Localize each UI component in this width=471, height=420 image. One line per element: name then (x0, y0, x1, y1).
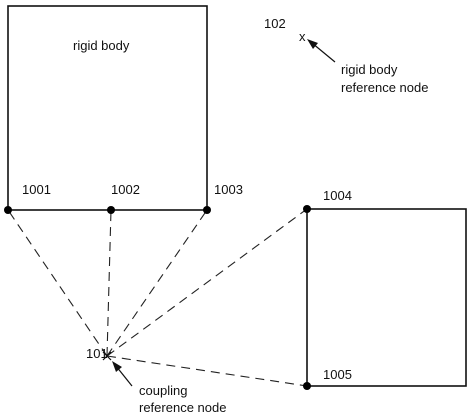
coupling-reference-arrow-head (112, 361, 122, 372)
coupling-reference-label-line2: reference node (139, 400, 226, 415)
node-1005-label: 1005 (323, 367, 352, 382)
rigid-body-reference-cross: x (299, 29, 306, 44)
node-1004-label: 1004 (323, 188, 352, 203)
node-102-label: 102 (264, 16, 286, 31)
coupling-line-1001 (7, 209, 108, 357)
node-1001-label: 1001 (22, 182, 51, 197)
coupling-line-1002 (106, 209, 112, 357)
node-1004-dot (303, 205, 311, 213)
node-1002-dot (107, 206, 115, 214)
coupling-line-1004 (106, 208, 308, 357)
rigid-body-reference-label-line2: reference node (341, 80, 428, 95)
node-1003-label: 1003 (214, 182, 243, 197)
coupling-line-1005 (106, 355, 308, 387)
node-1001-dot (4, 206, 12, 214)
node-101-label: 101 (86, 346, 108, 361)
rigid-body-label: rigid body (73, 38, 130, 53)
coupling-line-1003 (106, 209, 208, 357)
coupling-reference-cross (102, 351, 112, 361)
rigid-body-square (7, 5, 208, 211)
rigid-body-reference-label-line1: rigid body (341, 62, 398, 77)
coupling-reference-label-line1: coupling (139, 383, 187, 398)
rigid-body-reference-arrow-line (311, 42, 336, 63)
rigid-body-reference-arrow-head (307, 39, 318, 49)
node-1002-label: 1002 (111, 182, 140, 197)
node-1005-dot (303, 382, 311, 390)
node-1003-dot (203, 206, 211, 214)
second-body-square (306, 208, 467, 387)
